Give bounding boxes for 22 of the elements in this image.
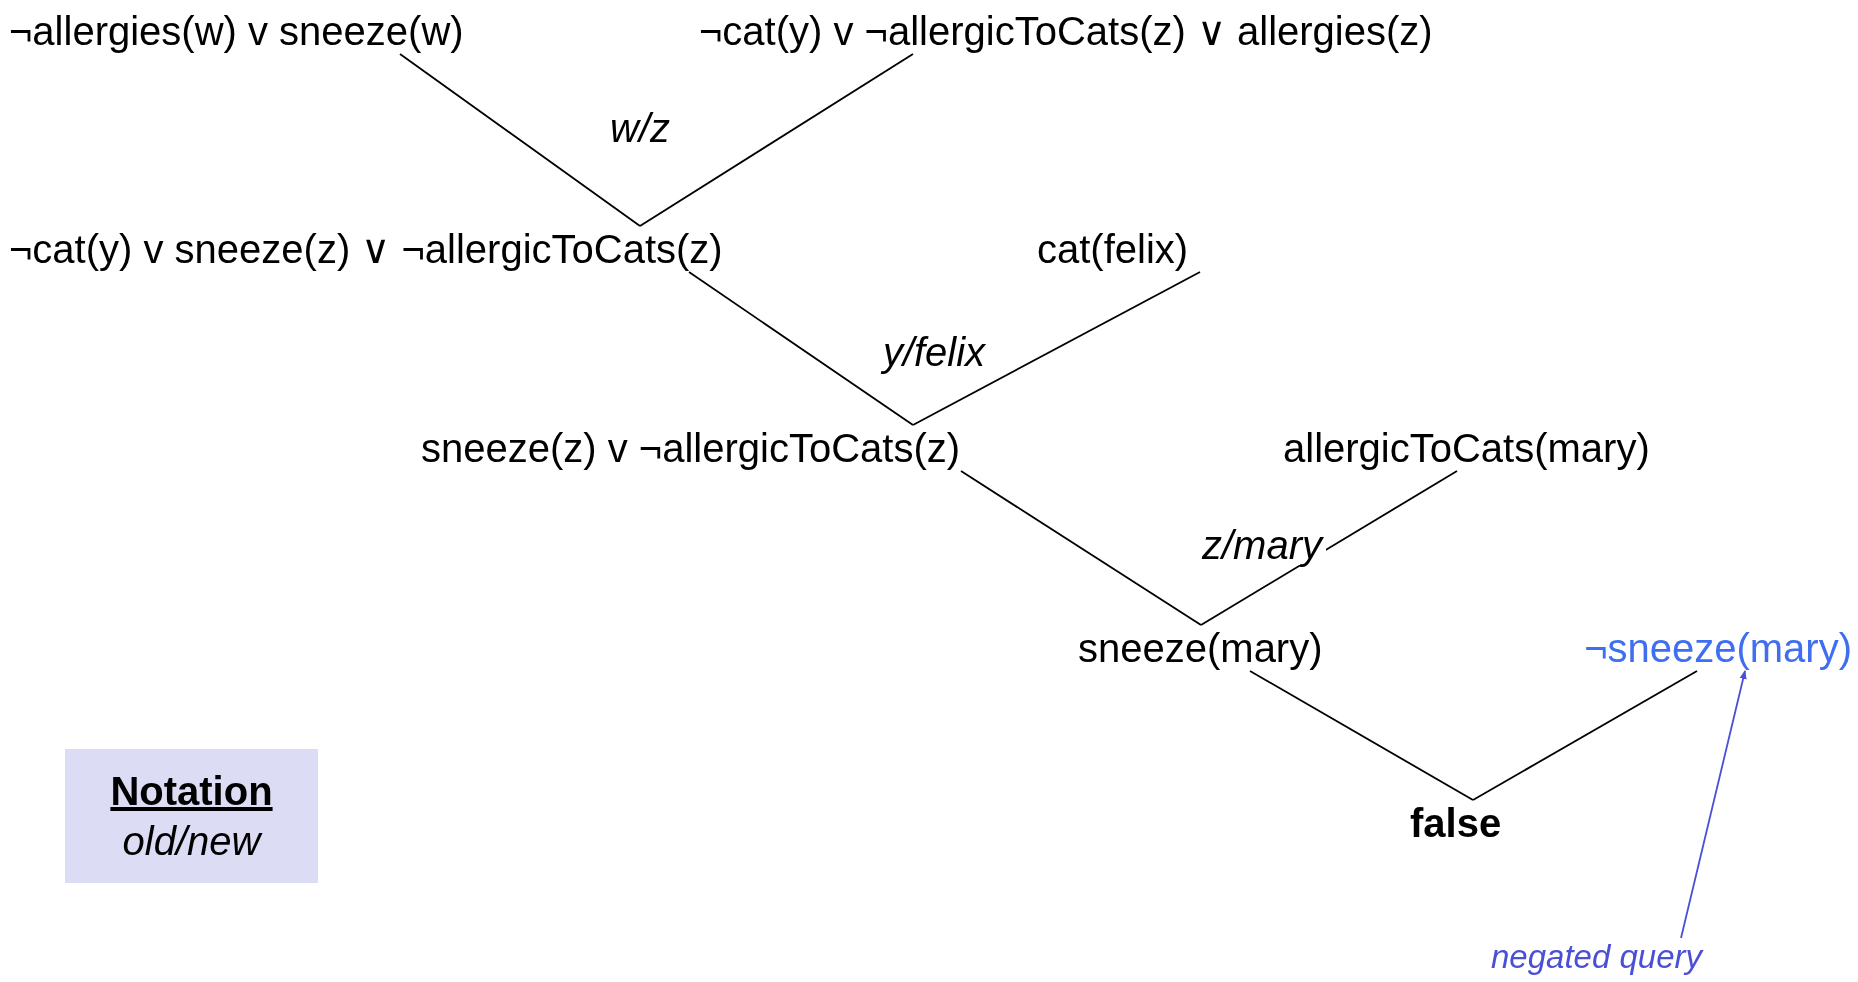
resolution-line xyxy=(1200,470,1458,626)
resolution-line xyxy=(688,271,914,426)
clause-text: sneeze(z) v ¬allergicToCats(z) xyxy=(421,425,961,471)
result-clause: false xyxy=(1410,800,1502,846)
notation-box xyxy=(65,749,318,883)
clause-text: sneeze(mary) xyxy=(1078,625,1323,671)
clause-text: cat(felix) xyxy=(1037,226,1189,272)
resolution-line xyxy=(399,53,641,227)
clause-text: allergicToCats(mary) xyxy=(1283,425,1650,471)
resolution-line xyxy=(912,271,1201,426)
clause-text: ¬cat(y) v sneeze(z) ∨ ¬allergicToCats(z) xyxy=(9,226,723,272)
resolution-line xyxy=(639,53,914,227)
leader-arrow xyxy=(1680,670,1747,939)
resolution-line xyxy=(960,470,1202,626)
resolution-line xyxy=(1472,670,1698,801)
resolution-line xyxy=(1249,670,1474,801)
annotation-text: negated query xyxy=(1491,938,1702,976)
notation-text: old/new xyxy=(122,818,261,865)
clause-text: ¬cat(y) v ¬allergicToCats(z) ∨ allergies(z) xyxy=(699,8,1433,54)
clause-text: ¬allergies(w) v sneeze(w) xyxy=(9,8,464,54)
clause-text: ¬sneeze(mary) xyxy=(1584,625,1852,671)
notation-heading: Notation xyxy=(110,768,273,815)
